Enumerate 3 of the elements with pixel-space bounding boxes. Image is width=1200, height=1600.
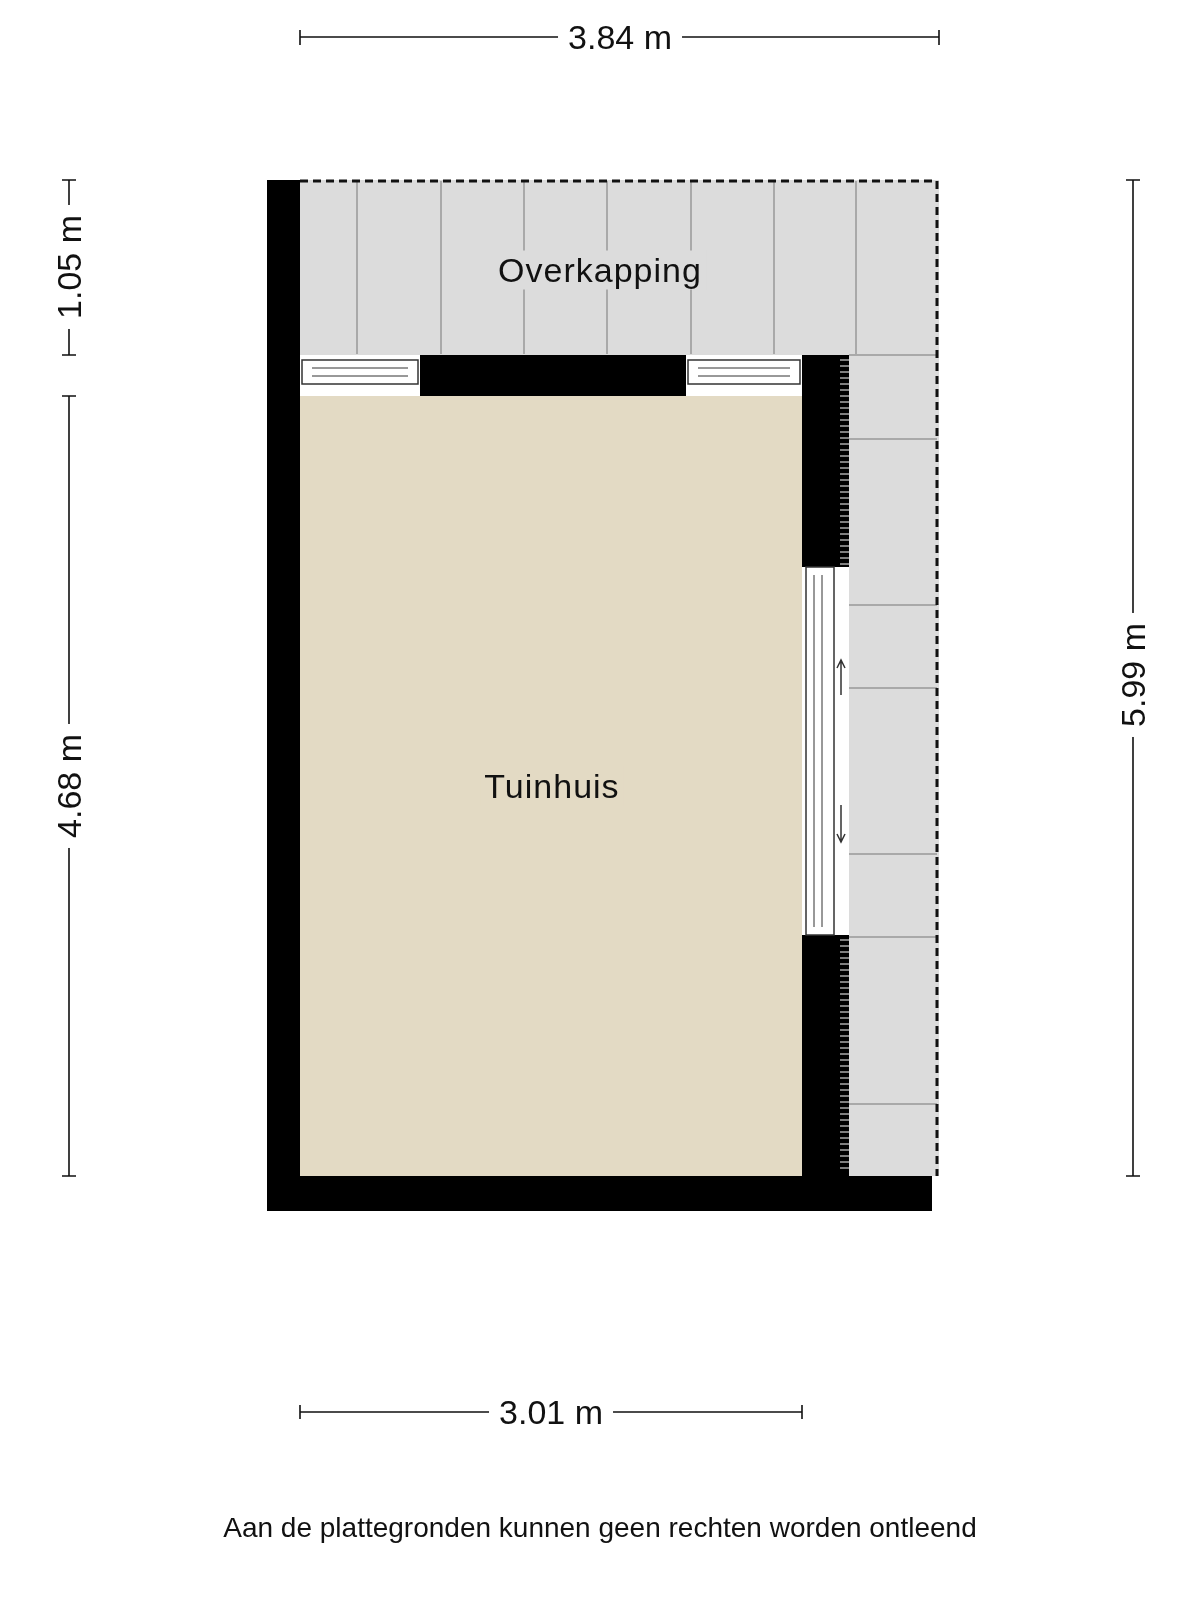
room-floor bbox=[300, 396, 802, 1176]
covered-area bbox=[300, 180, 939, 355]
disclaimer-note: Aan de plattegronden kunnen geen rechten worden ontleend bbox=[222, 1512, 978, 1544]
